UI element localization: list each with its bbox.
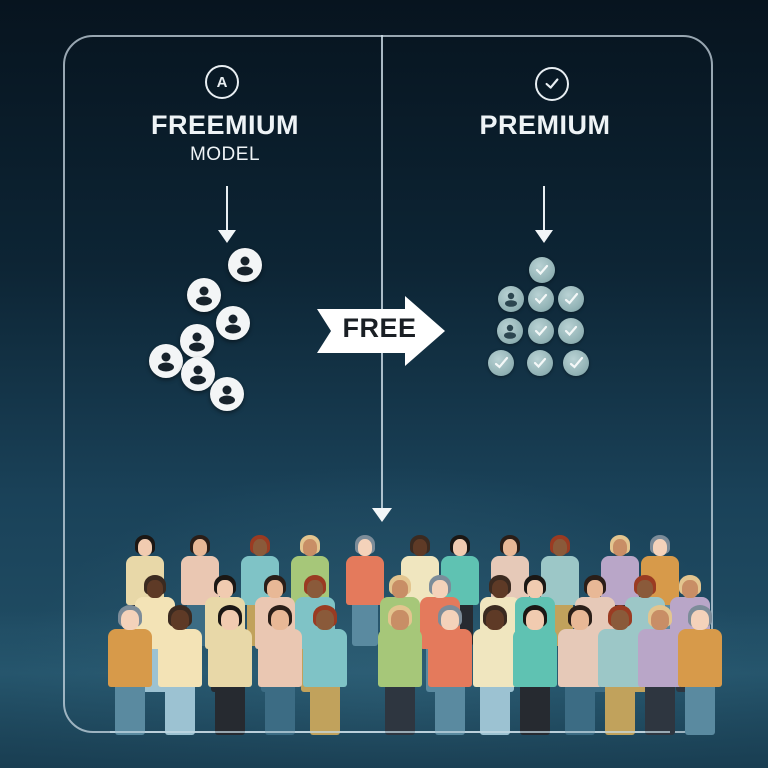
person-figure bbox=[513, 605, 557, 736]
premium-down-arrow-icon bbox=[535, 230, 553, 243]
freemium-title: FREEMIUM bbox=[151, 110, 299, 140]
person-figure bbox=[108, 605, 152, 736]
person-figure bbox=[558, 605, 602, 736]
person-figure bbox=[598, 605, 642, 736]
crowd-of-people bbox=[100, 535, 722, 736]
free-arrow-label: FREE bbox=[342, 313, 417, 343]
premium-user-icon bbox=[498, 286, 524, 312]
user-icon bbox=[187, 278, 221, 312]
premium-check-icon bbox=[529, 257, 555, 283]
premium-check-icon bbox=[563, 350, 589, 376]
user-icon bbox=[228, 248, 262, 282]
down-arrow-icon bbox=[372, 508, 392, 522]
frame-base-line bbox=[110, 731, 670, 733]
person-figure bbox=[303, 605, 347, 736]
person-figure bbox=[378, 605, 422, 736]
person-figure bbox=[473, 605, 517, 736]
premium-check-icon bbox=[527, 350, 553, 376]
premium-check-icon bbox=[488, 350, 514, 376]
user-icon bbox=[180, 324, 214, 358]
premium-check-icon bbox=[558, 318, 584, 344]
premium-check-icon bbox=[528, 318, 554, 344]
premium-title: PREMIUM bbox=[479, 110, 611, 140]
user-icon bbox=[181, 357, 215, 391]
premium-user-icon bbox=[497, 318, 523, 344]
user-icon bbox=[149, 344, 183, 378]
premium-check-icon bbox=[528, 286, 554, 312]
person-figure bbox=[158, 605, 202, 736]
premium-check-icon bbox=[558, 286, 584, 312]
freemium-down-arrow-icon bbox=[218, 230, 236, 243]
person-figure bbox=[208, 605, 252, 736]
person-figure bbox=[346, 535, 384, 646]
person-figure bbox=[541, 535, 579, 646]
badge-letter: A bbox=[216, 73, 228, 91]
premium-arrow-line bbox=[543, 186, 545, 232]
a-letter-circle-icon: A bbox=[205, 65, 239, 99]
freemium-subtitle: MODEL bbox=[189, 144, 261, 165]
user-icon bbox=[210, 377, 244, 411]
center-divider-line bbox=[381, 35, 383, 510]
freemium-arrow-line bbox=[226, 186, 228, 232]
person-figure bbox=[258, 605, 302, 736]
person-figure bbox=[428, 605, 472, 736]
person-figure bbox=[678, 605, 722, 736]
person-figure bbox=[638, 605, 682, 736]
user-icon bbox=[216, 306, 250, 340]
right-arrow-icon bbox=[317, 296, 445, 366]
check-circle-icon bbox=[535, 67, 569, 101]
